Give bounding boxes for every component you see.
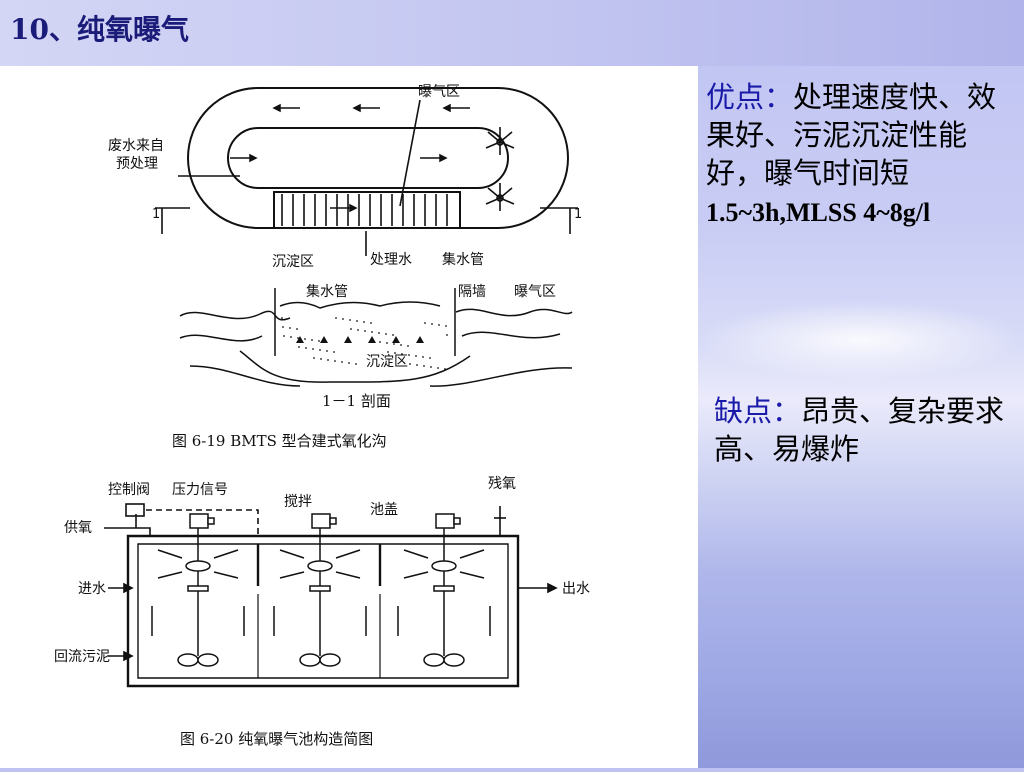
label-inlet: 进水 (78, 581, 106, 597)
section-label-settling: 沉淀区 (366, 354, 408, 370)
advantages-block: 优点：处理速度快、效果好、污泥沉淀性能好，曝气时间短 1.5~3h,MLSS 4… (706, 78, 1018, 232)
label-oxygen-supply: 供氧 (64, 520, 92, 536)
section-caption: 1－1 剖面 (322, 392, 391, 410)
section-label-wall: 隔墙 (458, 284, 486, 300)
label-settling: 沉淀区 (272, 254, 314, 270)
label-residual-oxygen: 残氧 (488, 476, 516, 492)
label-pressure-signal: 压力信号 (172, 482, 228, 498)
disadvantages-label: 缺点： (714, 394, 802, 428)
section-label-collector: 集水管 (306, 283, 348, 300)
label-inlet-2: 预处理 (116, 156, 158, 172)
flow-arrows-fig1 (230, 103, 470, 213)
advantages-text: 处理速度快、效果好、污泥沉淀性能好，曝气时间短 (706, 80, 997, 190)
advantages-label: 优点： (706, 80, 794, 114)
inlet-outlet-pipes (108, 582, 558, 662)
aerator-rotor-icon (485, 127, 515, 211)
clarifier-plates (281, 194, 448, 226)
slide-title: 10、纯氧曝气 (10, 13, 189, 46)
label-treated-water: 处理水 (370, 252, 412, 268)
label-stirring: 搅拌 (284, 494, 312, 510)
diagrams-svg: 曝气区 废水来自 预处理 1 1 沉淀区 处理水 集水管 集水管 隔墙 曝气区 … (54, 84, 590, 748)
label-control-valve: 控制阀 (108, 482, 150, 498)
oxygen-tank (126, 534, 520, 688)
label-inlet-1: 废水来自 (108, 138, 164, 154)
disadvantages-text: 昂贵、复杂要求高、易爆炸 (714, 394, 1005, 466)
label-aeration-zone: 曝气区 (418, 84, 460, 100)
figure-6-19-caption: 图 6-19 BMTS 型合建式氧化沟 (172, 432, 387, 450)
disadvantages-block: 缺点：昂贵、复杂要求高、易爆炸 (714, 392, 1014, 468)
background-glow (698, 300, 1024, 380)
title-bar: 10、纯氧曝气 (0, 0, 1024, 66)
advantages-metrics: 1.5~3h,MLSS 4~8g/l (706, 198, 931, 227)
oxygen-supply-line (104, 503, 506, 536)
label-return-sludge: 回流污泥 (54, 649, 110, 665)
label-collector: 集水管 (442, 251, 484, 268)
section-label-aeration: 曝气区 (514, 284, 556, 300)
label-section-right: 1 (574, 207, 582, 222)
mixer-units (151, 513, 491, 667)
label-section-left: 1 (152, 207, 160, 222)
label-outlet: 出水 (562, 581, 590, 597)
figure-6-20-caption: 图 6-20 纯氧曝气池构造简图 (180, 730, 373, 748)
figure-panel: 曝气区 废水来自 预处理 1 1 沉淀区 处理水 集水管 集水管 隔墙 曝气区 … (0, 66, 698, 768)
inlet-pipe (155, 99, 578, 256)
section-dots (281, 317, 448, 370)
section-view (179, 288, 573, 387)
label-cover: 池盖 (370, 502, 398, 518)
